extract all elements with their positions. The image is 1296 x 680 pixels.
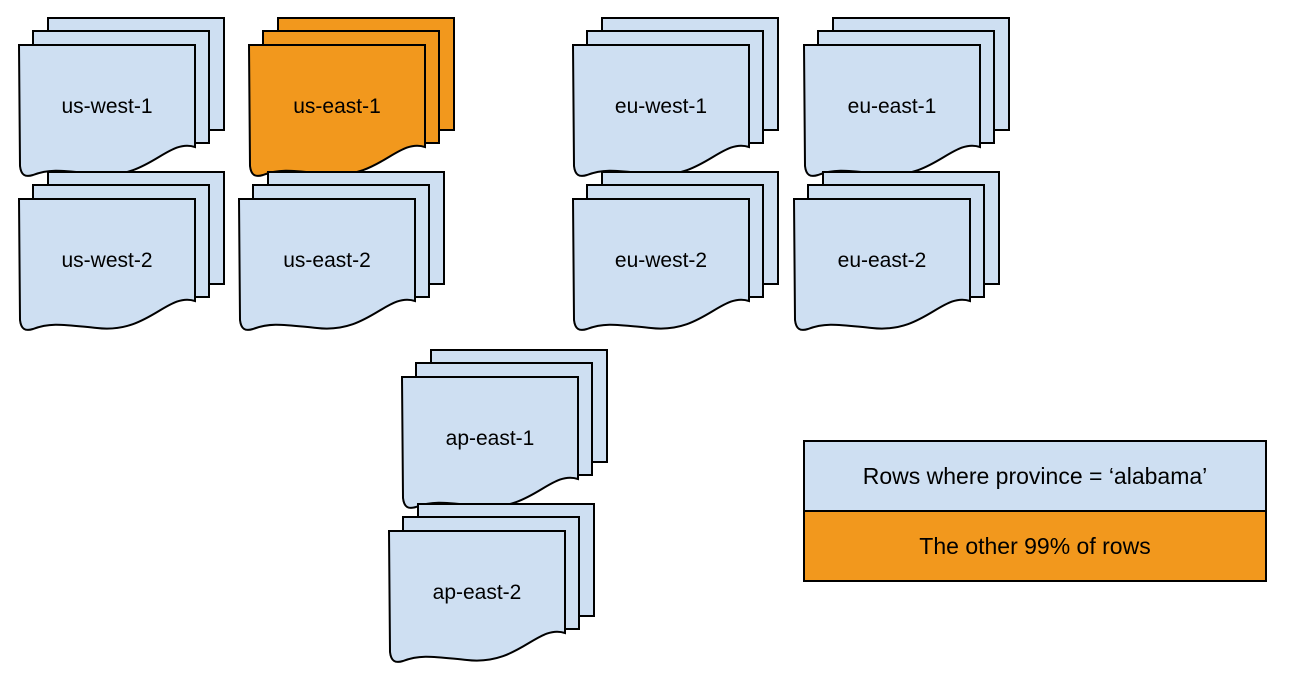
- doc-stack-eu-east-2: eu-east-2: [793, 171, 1001, 339]
- stack-label: ap-east-2: [433, 581, 522, 604]
- stack-label: eu-east-1: [848, 95, 937, 118]
- doc-stack-us-east-2: us-east-2: [238, 171, 446, 339]
- document-stack-graphic: eu-east-1: [803, 17, 1010, 177]
- doc-stack-us-west-1: us-west-1: [18, 17, 226, 185]
- doc-stack-eu-west-1: eu-west-1: [572, 17, 780, 185]
- document-stack-graphic: us-west-1: [18, 17, 225, 177]
- document-stack-graphic: us-east-1: [248, 17, 455, 177]
- stack-label: eu-west-2: [615, 249, 707, 272]
- doc-stack-ap-east-1: ap-east-1: [401, 349, 609, 517]
- legend-item-label: Rows where province = ‘alabama’: [862, 462, 1208, 489]
- stack-label: ap-east-1: [446, 427, 535, 450]
- document-stack-graphic: ap-east-2: [388, 503, 595, 663]
- legend-item-other-rows: The other 99% of rows: [805, 510, 1265, 580]
- document-stack-graphic: us-west-2: [18, 171, 225, 331]
- stack-label: us-west-2: [61, 249, 152, 272]
- document-stack-graphic: us-east-2: [238, 171, 445, 331]
- stack-label: us-east-2: [283, 249, 371, 272]
- stack-label: eu-west-1: [615, 95, 707, 118]
- stack-label: us-east-1: [293, 95, 381, 118]
- document-stack-graphic: eu-west-2: [572, 171, 779, 331]
- legend: Rows where province = ‘alabama’ The othe…: [803, 440, 1267, 582]
- document-stack-graphic: eu-west-1: [572, 17, 779, 177]
- doc-stack-eu-west-2: eu-west-2: [572, 171, 780, 339]
- doc-stack-ap-east-2: ap-east-2: [388, 503, 596, 671]
- legend-item-label: The other 99% of rows: [919, 532, 1151, 559]
- stack-label: eu-east-2: [838, 249, 927, 272]
- doc-stack-us-east-1: us-east-1: [248, 17, 456, 185]
- document-stack-graphic: eu-east-2: [793, 171, 1000, 331]
- legend-item-alabama-rows: Rows where province = ‘alabama’: [805, 442, 1265, 510]
- document-stack-graphic: ap-east-1: [401, 349, 608, 509]
- doc-stack-eu-east-1: eu-east-1: [803, 17, 1011, 185]
- stack-label: us-west-1: [61, 95, 152, 118]
- doc-stack-us-west-2: us-west-2: [18, 171, 226, 339]
